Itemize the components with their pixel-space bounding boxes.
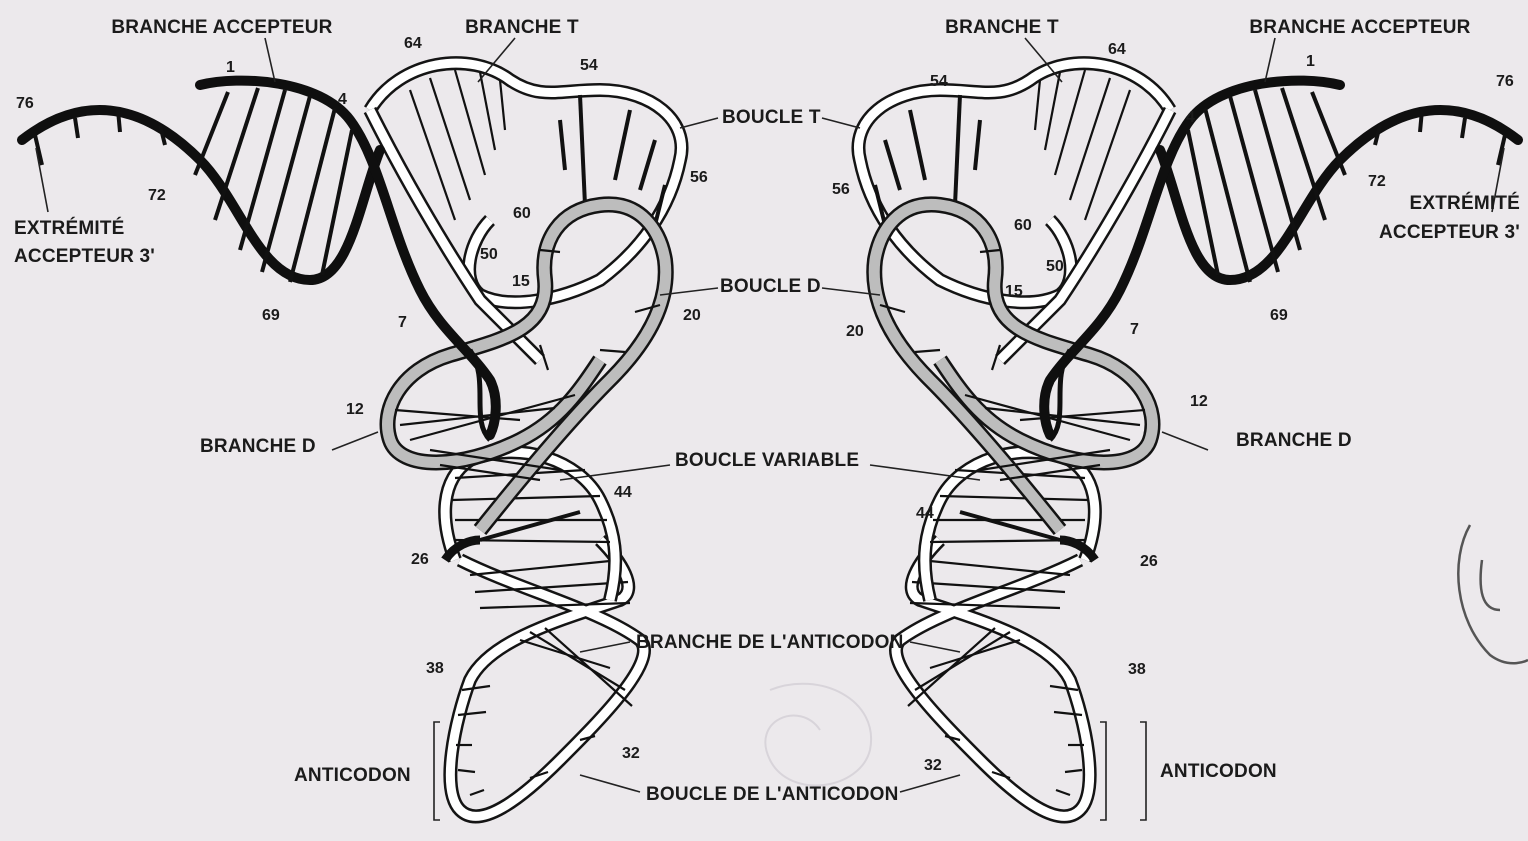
pos-7-left: 7 [398, 314, 407, 331]
pos-1-right: 1 [1306, 53, 1315, 70]
label-acceptor-arm-left: BRANCHE ACCEPTEUR [111, 17, 332, 38]
label-acceptor-end-line1-left: EXTRÉMITÉ [14, 217, 125, 239]
pos-56-left: 56 [690, 169, 708, 186]
pos-54-left: 54 [580, 57, 598, 74]
pos-32-right: 32 [924, 757, 942, 774]
label-anticodon-loop: BOUCLE DE L'ANTICODON [646, 784, 899, 805]
pos-64-right: 64 [1108, 41, 1126, 58]
pos-1-left: 1 [226, 59, 235, 76]
label-variable-loop: BOUCLE VARIABLE [675, 450, 859, 471]
label-t-arm-left: BRANCHE T [465, 17, 579, 38]
pos-60-left: 60 [513, 205, 531, 222]
margin-handwritten-mark [1458, 525, 1528, 663]
pos-44-left: 44 [614, 484, 632, 501]
label-acceptor-arm-right: BRANCHE ACCEPTEUR [1249, 17, 1470, 38]
label-d-arm-left: BRANCHE D [200, 436, 316, 457]
pos-38-left: 38 [426, 660, 444, 677]
pos-76-left: 76 [16, 95, 34, 112]
pos-56-right: 56 [832, 181, 850, 198]
label-acceptor-end-line2-left: ACCEPTEUR 3' [14, 246, 155, 267]
label-acceptor-end-line2-right: ACCEPTEUR 3' [1379, 222, 1520, 243]
pos-12-left: 12 [346, 401, 364, 418]
pos-15-left: 15 [512, 273, 530, 290]
pos-26-left: 26 [411, 551, 429, 568]
pos-50-left: 50 [480, 246, 498, 263]
pos-64-left: 64 [404, 35, 422, 52]
label-anticodon-right: ANTICODON [1160, 761, 1277, 782]
pos-32-left: 32 [622, 745, 640, 762]
trna-right-view [822, 38, 1518, 820]
pos-50-right: 50 [1046, 258, 1064, 275]
pos-4-right: 4 [1186, 109, 1195, 126]
pos-20-right: 20 [846, 323, 864, 340]
pos-38-right: 38 [1128, 661, 1146, 678]
pos-60-right: 60 [1014, 217, 1032, 234]
pos-54-right: 54 [930, 73, 948, 90]
pos-4-left: 4 [338, 91, 347, 108]
pos-69-left: 69 [262, 307, 280, 324]
pos-7-right: 7 [1130, 321, 1139, 338]
label-t-loop-left: BOUCLE T [722, 107, 821, 128]
pos-76-right: 76 [1496, 73, 1514, 90]
label-d-arm-right: BRANCHE D [1236, 430, 1352, 451]
label-anticodon-arm: BRANCHE DE L'ANTICODON [636, 632, 904, 653]
pos-72-left: 72 [148, 187, 166, 204]
pos-44-right: 44 [916, 505, 934, 522]
pos-69-right: 69 [1270, 307, 1288, 324]
label-anticodon-left: ANTICODON [294, 765, 411, 786]
label-t-arm-right: BRANCHE T [945, 17, 1059, 38]
label-d-loop-left: BOUCLE D [720, 276, 821, 297]
handwritten-circle-scribble [765, 684, 871, 786]
trna-left-view [22, 38, 718, 820]
pos-15-right: 15 [1005, 283, 1023, 300]
label-acceptor-end-line1-right: EXTRÉMITÉ [1409, 192, 1520, 214]
pos-12-right: 12 [1190, 393, 1208, 410]
pos-72-right: 72 [1368, 173, 1386, 190]
pos-26-right: 26 [1140, 553, 1158, 570]
pos-20-left: 20 [683, 307, 701, 324]
